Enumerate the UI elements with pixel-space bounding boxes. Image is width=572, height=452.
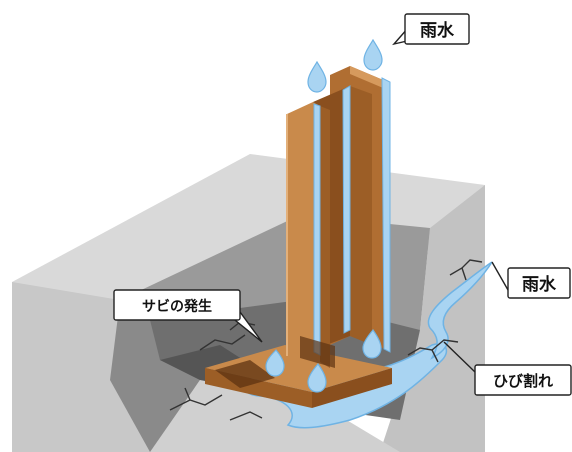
water-stream [427,261,493,360]
water-drop-top-right [363,38,383,71]
rust-foot [300,336,335,368]
callout-rain-right: 雨水 [491,261,571,299]
water-drop-base-center [307,363,327,393]
water-film-web [342,85,351,334]
web-right-face [350,86,372,345]
water-film-back [381,77,391,353]
label-rust: サビの発生 [142,298,212,315]
water-drop-base-left [265,349,285,377]
base-plate-side [312,368,392,408]
rust-stain [215,360,275,388]
water-film-front [313,103,321,356]
label-cracks: ひび割れ [493,372,553,390]
water-drop-base-right [362,329,382,359]
callout-rain-top: 雨水 [392,13,470,46]
callout-cracks: ひび割れ [443,341,572,396]
flange-back-edge [350,66,388,90]
base-plate-top [205,345,392,392]
label-rain-right: 雨水 [522,274,557,295]
flange-front [287,102,320,362]
cracks-wall [407,259,483,363]
label-rain-top: 雨水 [420,20,455,41]
concrete-bottom-face [150,380,400,452]
flange-front-side [320,106,330,368]
callout-rust: サビの発生 [113,289,263,343]
water-drop-top-left [307,60,327,93]
